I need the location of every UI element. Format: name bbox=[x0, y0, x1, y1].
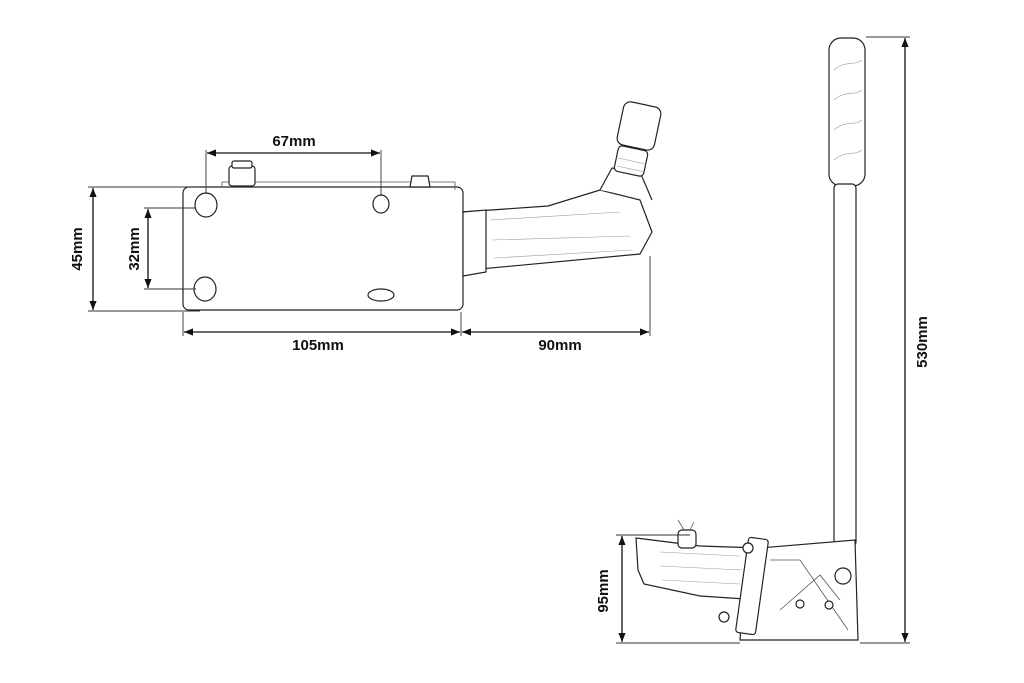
mounted-cylinder-flange bbox=[735, 536, 769, 636]
dim-hole-vertical: 32mm bbox=[126, 207, 196, 290]
dim-lever-height: 530mm bbox=[860, 36, 931, 644]
mount-hole-upper bbox=[194, 192, 218, 218]
dim-cylinder-length: 90mm bbox=[462, 256, 651, 354]
handbrake-lever-view bbox=[635, 37, 866, 641]
label-lever-height: 530mm bbox=[914, 316, 931, 368]
label-hole-spacing: 67mm bbox=[272, 133, 315, 150]
label-base-height: 95mm bbox=[595, 569, 612, 612]
mounted-cylinder bbox=[635, 537, 761, 601]
top-tab bbox=[409, 175, 431, 188]
tube-collar bbox=[462, 209, 487, 277]
body-top-strip bbox=[221, 181, 456, 190]
label-hole-vertical: 32mm bbox=[126, 227, 143, 270]
top-nut bbox=[228, 165, 256, 187]
top-hole bbox=[372, 194, 390, 214]
dim-base-height: 95mm bbox=[595, 534, 740, 644]
mount-hole-lower bbox=[193, 276, 217, 302]
dim-hole-spacing: 67mm bbox=[205, 133, 382, 196]
lever-shaft bbox=[833, 183, 857, 547]
dim-body-height: 45mm bbox=[69, 186, 200, 312]
bottom-slot bbox=[367, 288, 395, 302]
top-nut-cap bbox=[231, 160, 253, 169]
dim-body-length: 105mm bbox=[182, 312, 462, 354]
label-cylinder-length: 90mm bbox=[538, 337, 581, 354]
cylinder-body-plate bbox=[182, 186, 464, 311]
label-body-length: 105mm bbox=[292, 337, 344, 354]
master-cylinder-view bbox=[182, 101, 662, 311]
pivot-bolt bbox=[834, 567, 852, 585]
lever-grip bbox=[828, 37, 866, 187]
mounted-cylinder-cap bbox=[677, 529, 697, 549]
cylinder-tube bbox=[462, 189, 653, 271]
label-body-height: 45mm bbox=[69, 227, 86, 270]
reservoir-cap bbox=[616, 101, 662, 151]
